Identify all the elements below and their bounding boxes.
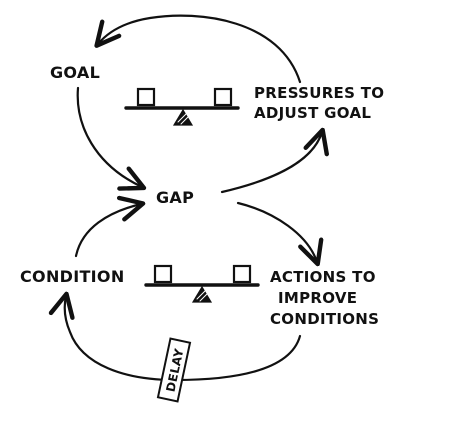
delay-marker: DELAY: [156, 337, 192, 403]
condition-label: CONDITION: [20, 267, 125, 286]
arrow-condition-to-gap: [74, 195, 146, 258]
actions-label-line1: ACTIONS TO: [270, 268, 376, 286]
goal-label: GOAL: [50, 63, 100, 82]
arrow-gap-to-pressures: [220, 127, 329, 194]
balance-weight-left: [136, 87, 156, 107]
pressures-label-line2: ADJUST GOAL: [254, 104, 371, 122]
arrow-gap-to-actions: [236, 201, 324, 267]
actions-label-line2: IMPROVE: [278, 289, 357, 307]
arrow-goal-to-gap: [76, 86, 147, 191]
balance-weight-right: [232, 264, 252, 284]
delay-box: [156, 337, 192, 403]
arrow-actions-to-condition: [48, 291, 302, 382]
gap-label: GAP: [156, 188, 194, 207]
balance-weight-left: [153, 264, 173, 284]
arrow-pressures-to-goal: [94, 14, 302, 84]
actions-label-line3: CONDITIONS: [270, 310, 379, 328]
balance-fulcrum-hatch: [196, 290, 209, 302]
pressures-label-line1: PRESSURES TO: [254, 84, 384, 102]
balance-icon: [144, 264, 260, 303]
balance-fulcrum-hatch: [177, 113, 190, 125]
balance-weight-right: [213, 87, 233, 107]
balance-icon: [124, 87, 240, 126]
